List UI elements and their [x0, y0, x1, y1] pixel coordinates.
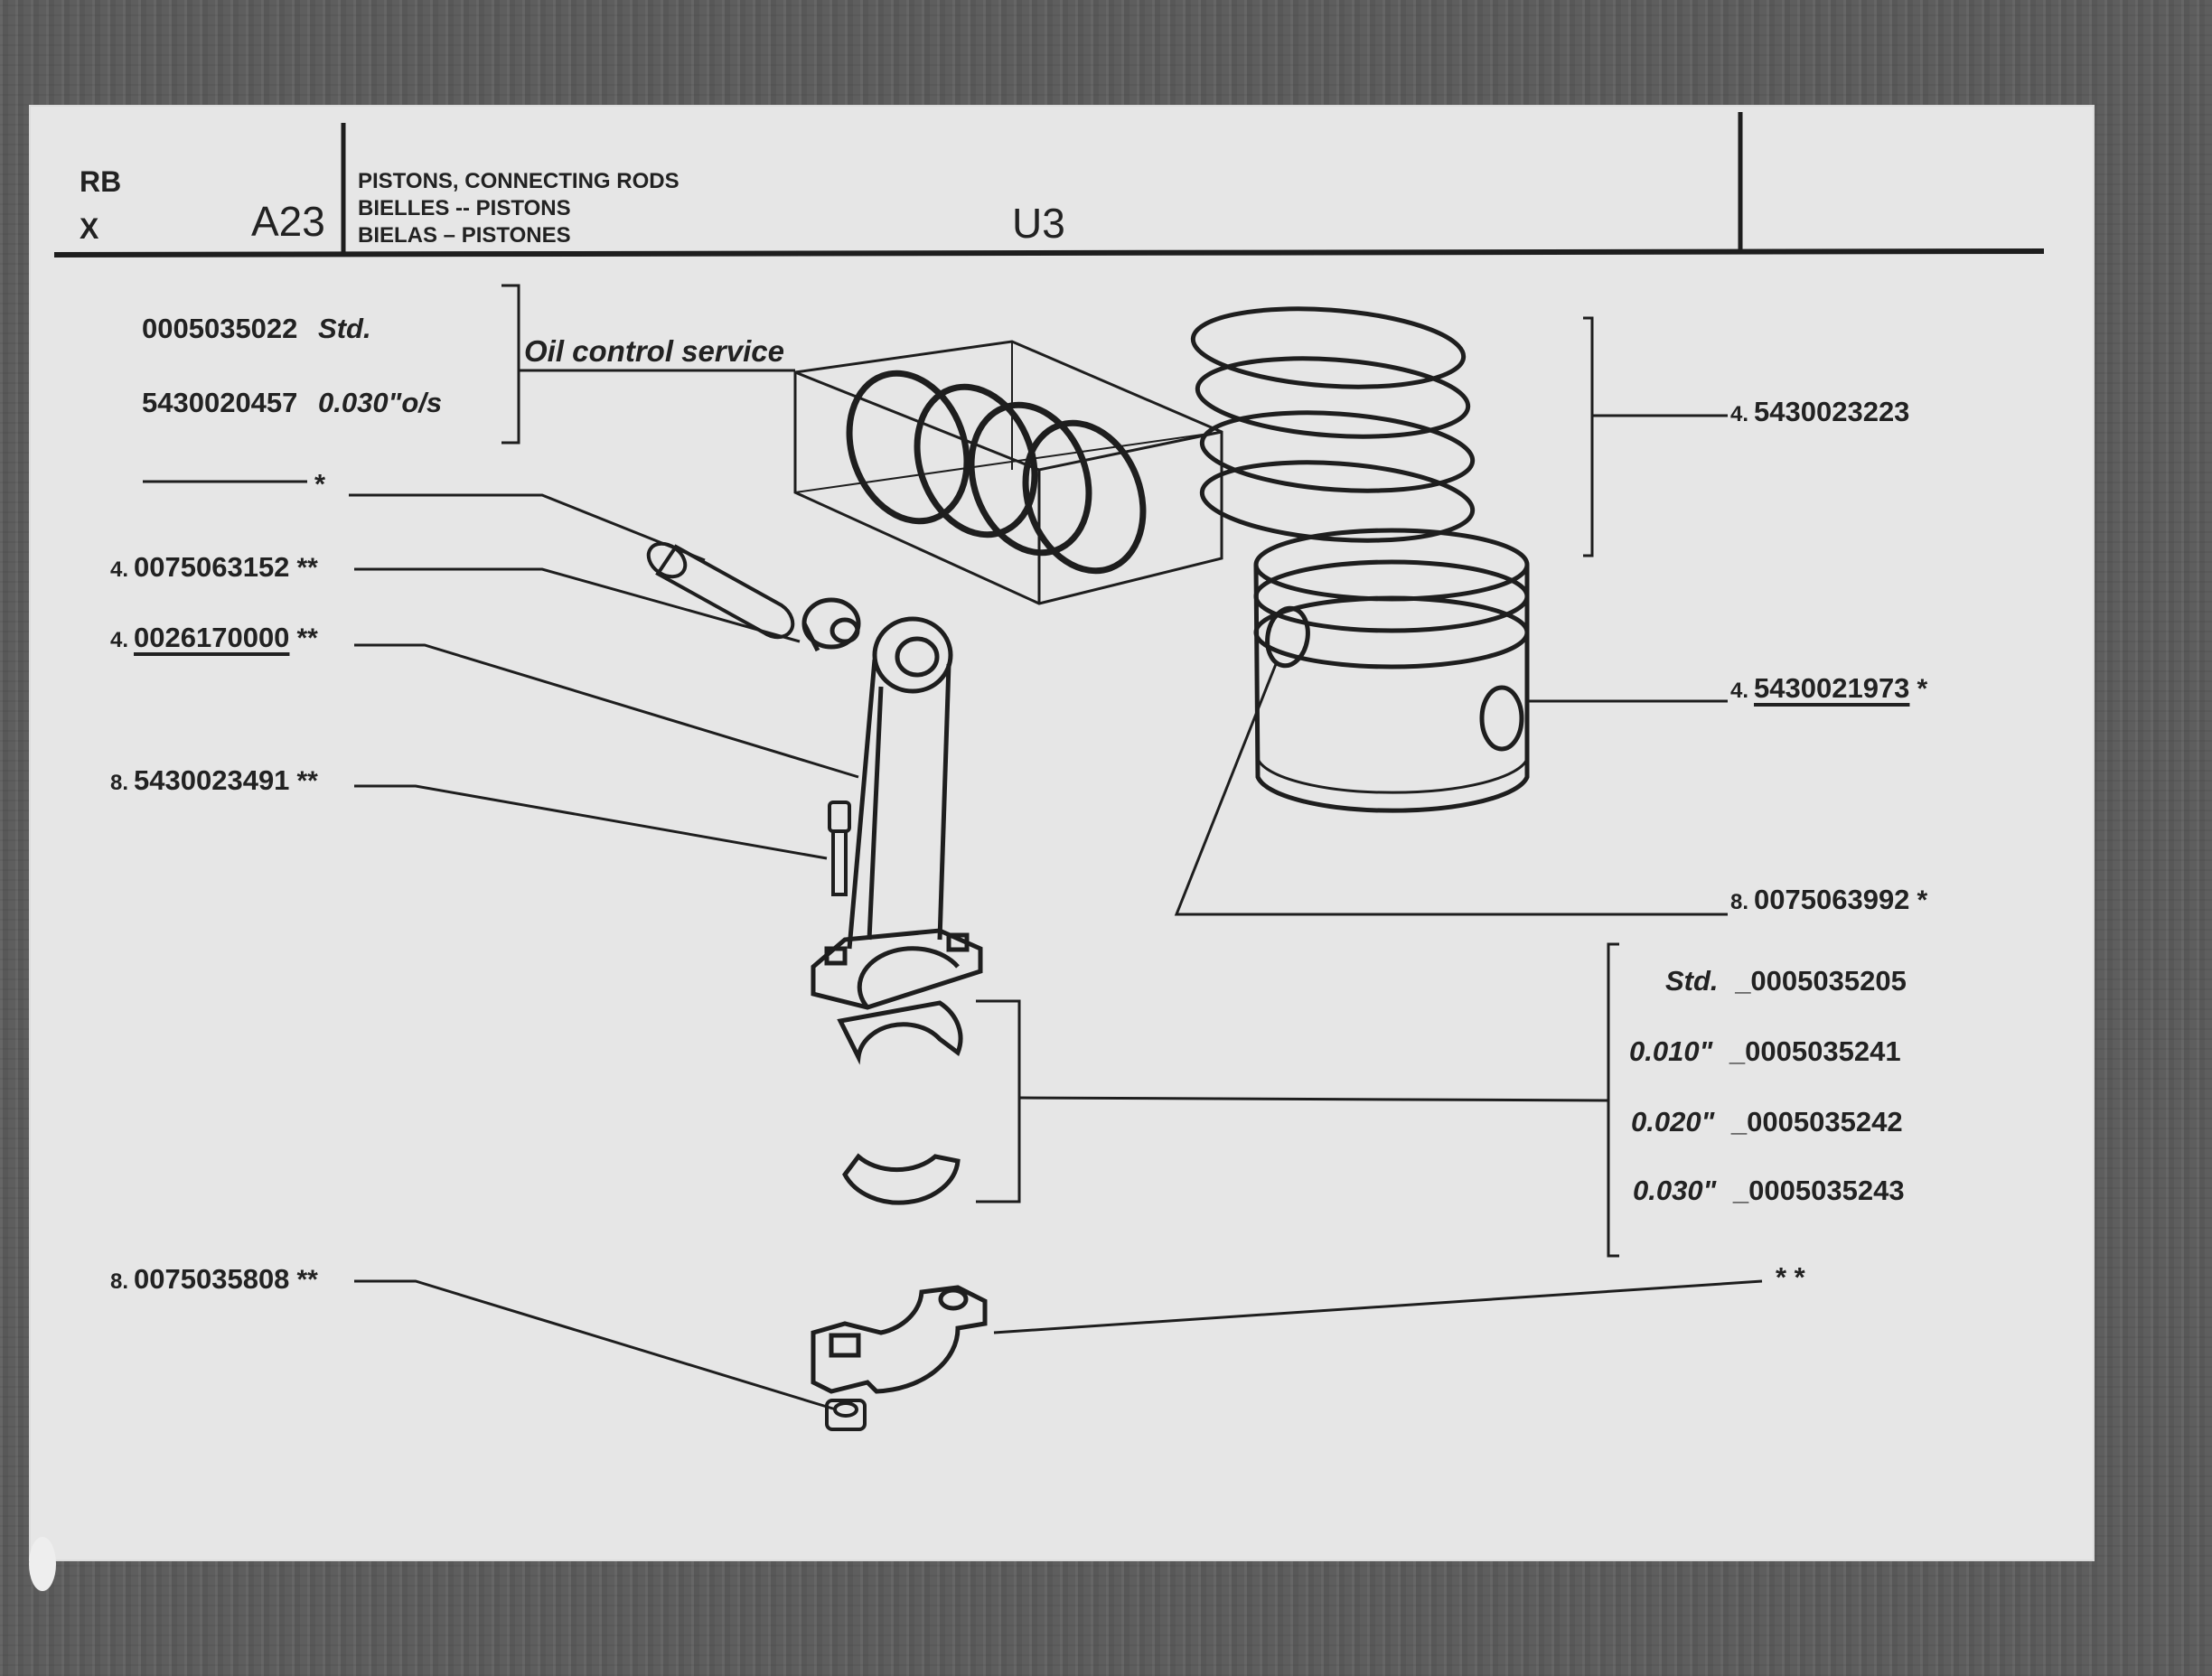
bearing-shell-std: Std. _0005035205 — [1665, 967, 1907, 995]
marker: * — [1917, 885, 1928, 915]
oil-control-bracket — [501, 284, 520, 445]
callout-ring-set: 4.5430023223 — [1730, 398, 1917, 426]
marker: ** — [296, 553, 318, 583]
oil-control-item-oversize: 5430020457 0.030"o/s — [142, 389, 442, 417]
bearing-shell-lower — [842, 1153, 961, 1205]
ring-box-illustration — [793, 340, 1223, 605]
catalog-sheet — [29, 105, 2095, 1591]
qty: 4. — [110, 557, 129, 582]
bearing-shell-upper — [837, 1000, 963, 1065]
part-number: _0005035205 — [1735, 965, 1907, 997]
callout-conrod-bolt: 8.5430023491** — [110, 766, 318, 795]
marker: * — [1917, 674, 1928, 704]
leader-piston-pin — [349, 493, 706, 562]
part-number: 0005035022 — [142, 313, 298, 344]
part-number: _0005035242 — [1730, 1106, 1903, 1138]
callout-piston: 4.5430021973* — [1730, 674, 1927, 703]
leader-cap — [993, 1279, 1763, 1334]
leader-bush — [354, 567, 801, 643]
bearing-shell-020: 0.020" _0005035242 — [1631, 1108, 1903, 1136]
part-number: 0075035808 — [134, 1263, 290, 1295]
part-number: 5430020457 — [142, 387, 298, 418]
header-title-fr: BIELLES -- PISTONS — [358, 196, 571, 220]
cap-marker: * * — [1776, 1261, 1805, 1293]
marker: ** — [296, 623, 318, 653]
callout-small-end-bush: 4.0026170000** — [110, 623, 318, 652]
piston-ring-set-illustration — [1190, 306, 1476, 543]
callout-conrod-nut: 8.0075035808** — [110, 1265, 318, 1294]
header-title: PISTONS, CONNECTING RODS BIELLES -- PIST… — [358, 168, 680, 249]
part-number: 0075063992 — [1754, 884, 1910, 915]
header-title-es: BIELAS – PISTONES — [358, 223, 571, 248]
qty: 4. — [110, 628, 129, 652]
callout-piston-pin: 4.0075063152** — [110, 553, 318, 582]
qty: 4. — [1730, 679, 1749, 703]
qty: 8. — [1730, 890, 1749, 914]
part-spec: 0.030" — [1633, 1175, 1717, 1206]
paper-tear — [29, 1537, 56, 1591]
part-spec: Std. — [1665, 965, 1719, 997]
leader-nut — [354, 1279, 837, 1411]
bearing-shell-010: 0.010" _0005035241 — [1629, 1037, 1901, 1065]
header-model-block: RB X — [80, 158, 121, 252]
conrod-bolt-illustration — [828, 801, 851, 896]
leader-conrod — [354, 643, 859, 779]
header-title-en: PISTONS, CONNECTING RODS — [358, 169, 680, 193]
circlip-illustration — [1265, 605, 1310, 669]
conrod-nut-illustration — [825, 1399, 867, 1431]
piston-illustration — [1253, 528, 1530, 813]
ring-set-bracket — [1583, 316, 1594, 557]
connecting-rod-illustration — [811, 616, 983, 1010]
header-variant: X — [80, 212, 99, 245]
marker: ** — [296, 766, 318, 796]
header-rule — [53, 248, 2045, 257]
part-number: _0005035241 — [1729, 1035, 1901, 1067]
marker: ** — [296, 1265, 318, 1295]
oil-control-note: Oil control service — [524, 334, 784, 368]
part-number: 0075063152 — [134, 551, 290, 583]
leader-circlip — [1174, 663, 1728, 916]
qty: 4. — [1730, 402, 1749, 426]
part-spec: Std. — [318, 313, 371, 344]
piston-pin-illustration — [646, 541, 795, 640]
bearing-shell-leader — [1018, 1096, 1609, 1102]
leader-bolt — [354, 784, 828, 860]
conrod-cap-illustration — [811, 1285, 988, 1394]
part-number: _0005035243 — [1732, 1175, 1905, 1206]
part-number: 5430023491 — [134, 764, 290, 796]
qty: 8. — [110, 1269, 129, 1294]
bearing-shell-bracket — [976, 999, 1021, 1203]
part-number: 5430023223 — [1754, 396, 1910, 427]
part-number: 0026170000 — [134, 622, 290, 653]
header-section: U3 — [1012, 200, 1065, 247]
bearing-shell-030: 0.030" _0005035243 — [1633, 1176, 1905, 1204]
bush-illustration — [801, 597, 861, 652]
part-spec: 0.030"o/s — [318, 387, 443, 418]
header-model: RB — [80, 165, 122, 198]
oil-control-item-std: 0005035022 Std. — [142, 314, 371, 342]
part-spec: 0.010" — [1629, 1035, 1713, 1067]
part-number: 5430021973 — [1754, 672, 1910, 704]
bearing-specs-bracket — [1607, 942, 1619, 1258]
callout-circlip: 8.0075063992* — [1730, 885, 1927, 914]
blank-part-marker: * — [314, 468, 326, 500]
qty: 8. — [110, 771, 129, 795]
part-spec: 0.020" — [1631, 1106, 1715, 1138]
header-group-code: A23 — [251, 198, 325, 245]
